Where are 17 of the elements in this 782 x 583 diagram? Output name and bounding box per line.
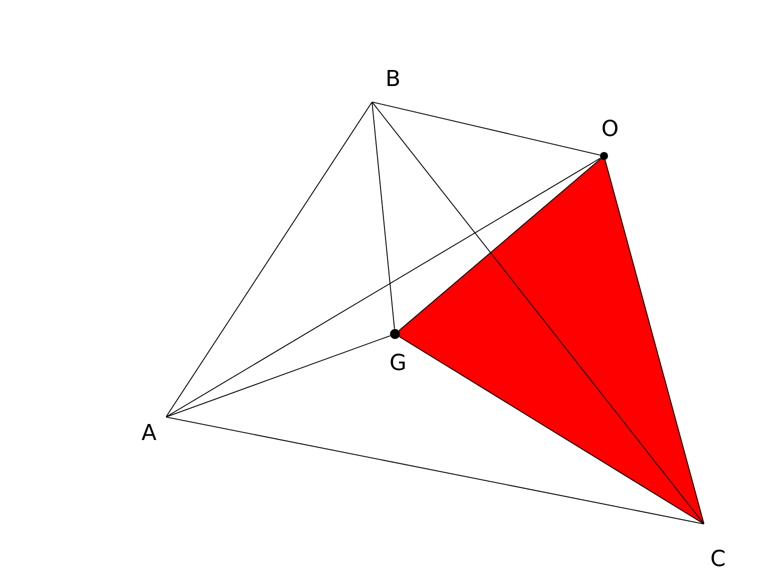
vertex-label: A xyxy=(142,424,156,440)
line-segment xyxy=(398,336,704,524)
line-segment xyxy=(166,335,391,418)
vertex-label: B xyxy=(388,70,399,86)
vertex-label: G xyxy=(390,354,405,370)
line-segment xyxy=(166,416,704,524)
vertex-label: C xyxy=(712,550,724,566)
line-segment xyxy=(372,102,395,330)
line-segment xyxy=(372,102,600,156)
vertex-label: O xyxy=(602,120,618,136)
line-segment xyxy=(604,160,704,524)
vertex-point xyxy=(600,152,608,160)
line-segment xyxy=(166,102,372,418)
line-segment xyxy=(398,158,602,332)
line-segment xyxy=(166,158,601,418)
line-segment xyxy=(372,102,704,524)
vertex-point xyxy=(390,329,400,339)
